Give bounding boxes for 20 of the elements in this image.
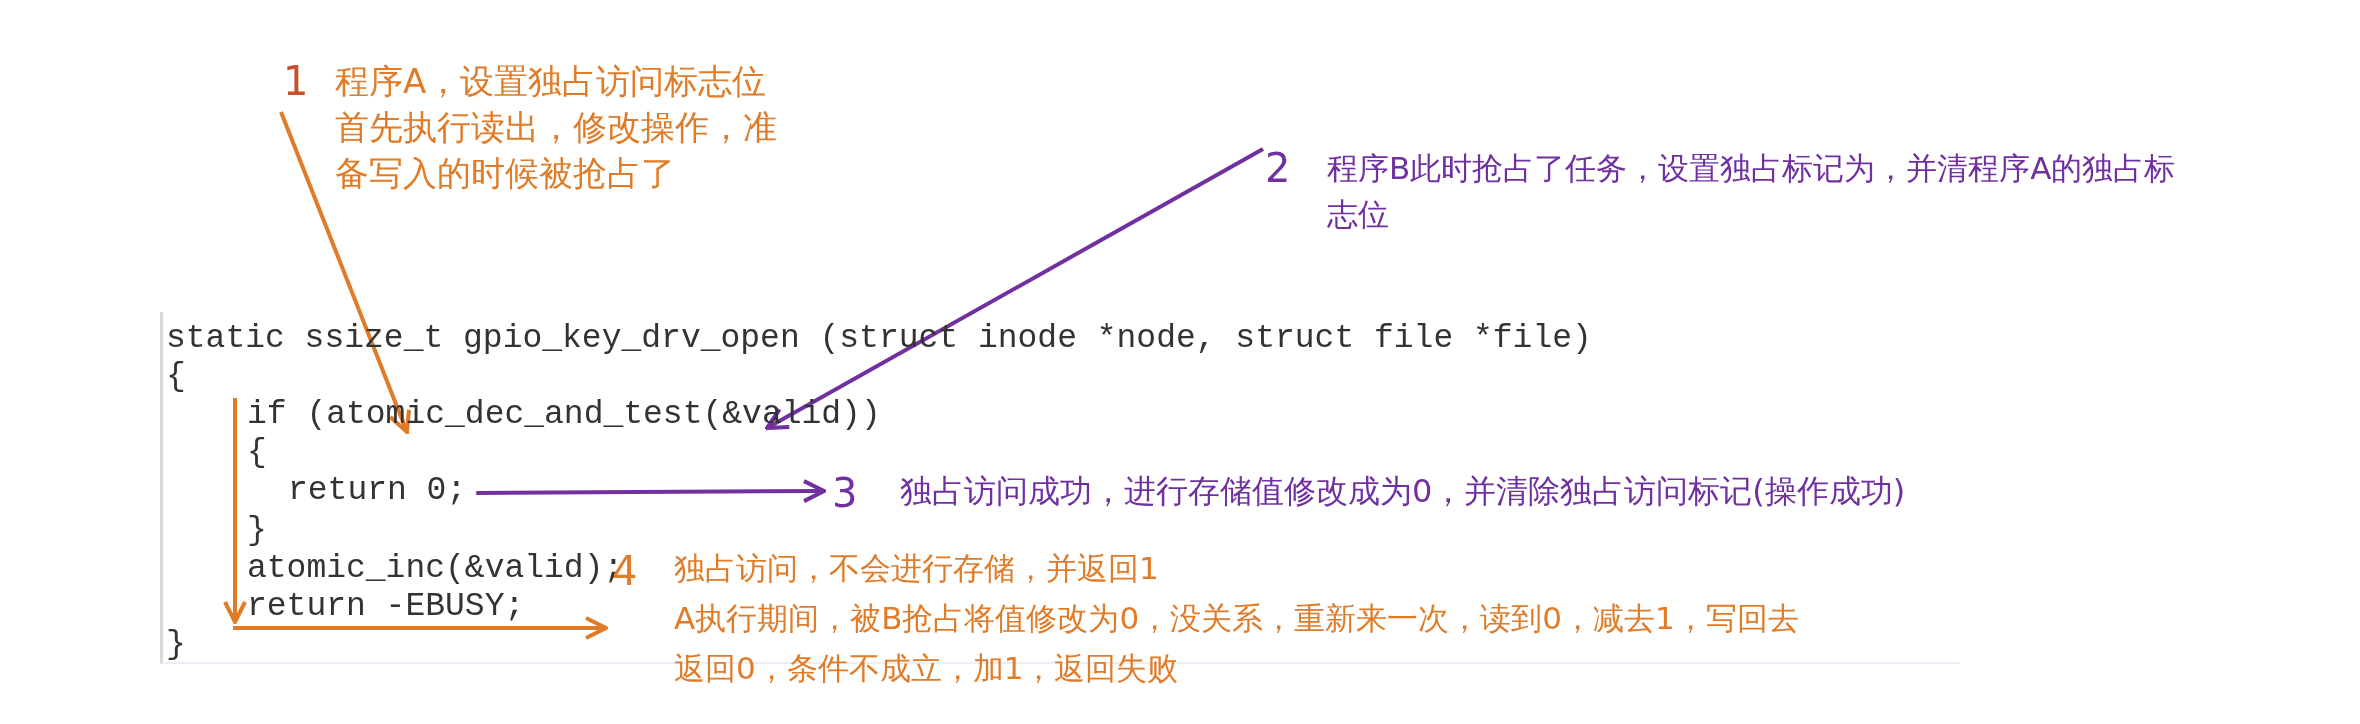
annotation-text: 独占访问，不会进行存储，并返回1: [674, 549, 1159, 588]
code-line: {: [166, 358, 186, 396]
callout-number: 3: [832, 470, 858, 516]
arrow: [279, 111, 411, 434]
annotation-text: 独占访问成功，进行存储值修改成为0，并清除独占访问标记(操作成功): [900, 471, 1906, 512]
code-line: }: [166, 626, 186, 664]
arrow: [476, 479, 826, 504]
code-line: {: [247, 434, 267, 472]
code-line: return 0;: [288, 472, 467, 510]
callout-number: 2: [1265, 145, 1291, 191]
annotation-text: A执行期间，被B抢占将值修改为0，没关系，重新来一次，读到0，减去1，写回去: [674, 599, 1799, 638]
arrow: [223, 398, 247, 624]
code-line: return -EBUSY;: [247, 588, 525, 626]
callout-number: 1: [283, 58, 309, 104]
arrow: [765, 147, 1264, 430]
arrow: [233, 616, 608, 640]
annotation-text: 返回0，条件不成立，加1，返回失败: [674, 649, 1179, 688]
annotation-text: 程序A，设置独占访问标志位首先执行读出，修改操作，准备写入的时候被抢占了: [335, 60, 778, 195]
annotation-text: 程序B此时抢占了任务，设置独占标记为，并清程序A的独占标志位: [1327, 149, 2177, 234]
code-line: }: [247, 512, 267, 550]
